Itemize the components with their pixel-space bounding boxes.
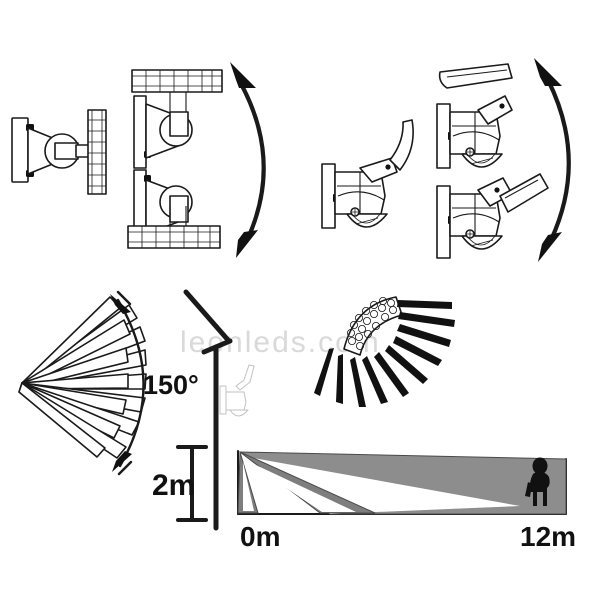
lens-beam-3 xyxy=(397,324,451,347)
ghost-sensor-body xyxy=(225,391,247,411)
lens-beam-7 xyxy=(362,356,388,404)
lens-honeycomb-pattern xyxy=(346,296,397,350)
floodlight-view-tilt-down xyxy=(127,169,221,249)
ghost-sensor-visor xyxy=(235,364,255,391)
tilt-arc-left xyxy=(237,79,266,241)
ghost-sensor-plate xyxy=(219,385,227,415)
swivel-knuckle xyxy=(54,142,79,160)
panel-pir-sensor-tilt xyxy=(321,58,571,262)
angle-arrowhead-top xyxy=(110,294,131,314)
swivel-knuckle-up xyxy=(169,111,189,137)
tilt-range-arrow-left xyxy=(230,62,266,258)
tilt-range-arrow-right xyxy=(534,58,571,262)
range-label-0m: 0m xyxy=(240,521,280,552)
tilt-arrowhead-bottom-left xyxy=(236,230,258,258)
mount-height-label-2m: 2m xyxy=(152,469,195,502)
panel-detection-angle-150: 150° xyxy=(18,290,199,476)
tilt-arrowhead-top-right xyxy=(534,58,562,86)
sensor-hinge-pin-neutral xyxy=(385,164,391,170)
sensor-visor-up xyxy=(438,63,513,89)
floodlight-view-neutral xyxy=(11,109,107,195)
lens-beam-8 xyxy=(350,357,366,407)
roof-slope-line xyxy=(183,289,231,343)
tilt-arrowhead-top-left xyxy=(230,62,256,88)
panel-led-floodlight-tilt xyxy=(11,62,266,258)
tilt-arrowhead-bottom-right xyxy=(538,232,562,262)
beam-14 xyxy=(18,382,106,458)
lens-beam-5 xyxy=(385,345,428,384)
sensor-visor-down xyxy=(499,173,549,213)
tilt-arc-right xyxy=(545,77,571,243)
lens-beam-2 xyxy=(398,312,455,327)
sensor-hinge-pin-down xyxy=(494,187,500,193)
ghost-sensor-dome xyxy=(229,409,249,417)
panel-mounting-height: 2m xyxy=(152,289,255,531)
sensor-hinge-pin-up xyxy=(499,103,505,109)
angle-tick-bottom xyxy=(117,460,133,476)
sensor-view-neutral xyxy=(321,119,414,229)
led-panel-tilt-down xyxy=(127,206,221,249)
range-label-12m: 12m xyxy=(520,521,576,552)
person-body xyxy=(529,472,550,506)
led-panel-neutral xyxy=(87,109,107,195)
led-panel-tilt-up xyxy=(131,69,223,112)
angle-arc-path xyxy=(116,298,145,468)
wall-bracket-plate xyxy=(11,117,29,183)
lens-emitted-beams xyxy=(314,300,455,407)
wall-mounted-sensor-icon xyxy=(219,364,255,417)
swivel-knuckle-down xyxy=(169,195,189,223)
detection-zone-gap-mid xyxy=(243,459,356,512)
person-arm xyxy=(525,482,532,497)
angle-arrowhead-bottom xyxy=(112,451,132,472)
mount-height-dimension: 2m xyxy=(152,445,208,522)
sensor-hinge-neutral xyxy=(359,157,398,183)
angle-arc-150 xyxy=(110,290,145,476)
lens-beam-10 xyxy=(314,348,334,396)
person-silhouette xyxy=(525,457,550,506)
lens-beam-4 xyxy=(393,336,442,366)
sensor-view-tilt-down xyxy=(436,173,549,259)
led-panel-frame-up xyxy=(131,69,223,93)
angle-label-150: 150° xyxy=(143,370,199,400)
led-panel-frame-down xyxy=(127,225,221,249)
angle-tick-top xyxy=(116,290,132,306)
detection-zone-gap-near xyxy=(243,462,254,511)
sensor-view-tilt-up xyxy=(436,63,513,169)
panel-lens-beam-burst xyxy=(314,296,455,407)
sensor-visor-neutral xyxy=(389,119,414,171)
lens-beam-6 xyxy=(374,352,409,397)
person-head xyxy=(532,457,548,475)
lens-beam-9 xyxy=(336,354,343,404)
led-panel-frame xyxy=(87,109,107,195)
panel-detection-range: 0m 12m xyxy=(237,450,576,552)
sensor-hinge-up xyxy=(477,95,513,125)
detection-beam-fan xyxy=(18,296,147,459)
floodlight-view-tilt-up xyxy=(131,69,223,169)
lens-beam-1 xyxy=(397,300,452,309)
